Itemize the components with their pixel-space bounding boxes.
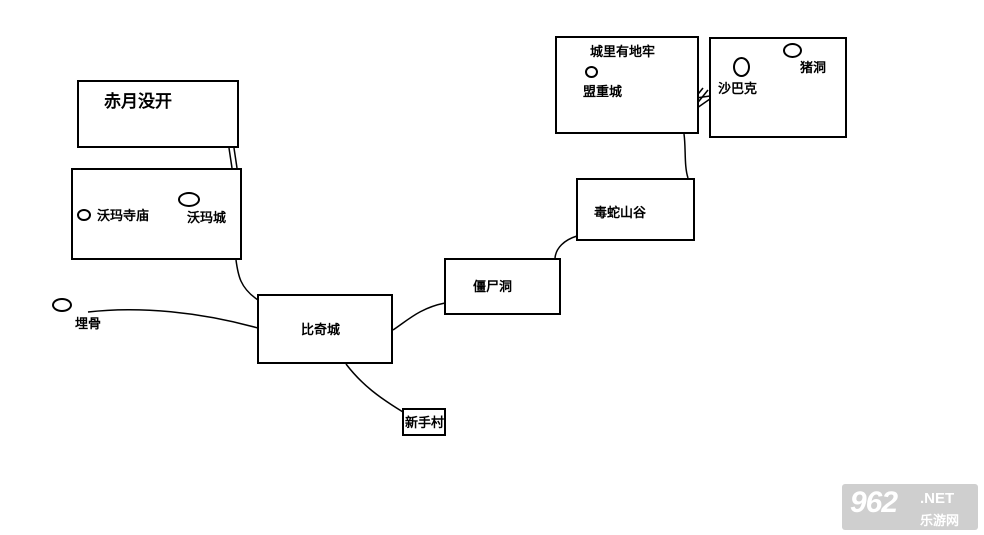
node-dushe-label: 毒蛇山谷 bbox=[594, 206, 647, 221]
node-shabake-label: 沙巴克 bbox=[718, 82, 758, 97]
watermark-logo: 962 .NET 乐游网 bbox=[842, 484, 978, 530]
node-chiyue-box bbox=[77, 80, 239, 148]
link-woma-biqi bbox=[235, 259, 259, 301]
link-dushe-mengzhong bbox=[683, 133, 689, 179]
node-mengzhong-label: 盟重城 bbox=[583, 85, 623, 100]
node-shabake-box bbox=[709, 37, 847, 138]
node-woma-box bbox=[71, 168, 242, 260]
node-dungeon-label: 城里有地牢 bbox=[590, 45, 656, 60]
link-jiangshi-dushe bbox=[554, 235, 578, 259]
link-maigu-biqi bbox=[87, 308, 259, 329]
shabake-marker bbox=[733, 57, 750, 77]
node-mengzhong-box bbox=[555, 36, 699, 134]
maigu-marker bbox=[52, 298, 72, 312]
node-woma-city-label: 沃玛城 bbox=[187, 211, 227, 226]
node-jiangshi-box bbox=[444, 258, 561, 315]
watermark-number: 962 bbox=[850, 486, 898, 519]
node-dushe-box bbox=[576, 178, 695, 241]
mengzhong-marker bbox=[585, 66, 598, 78]
node-chiyue-label: 赤月没开 bbox=[104, 92, 172, 112]
watermark-suffix: .NET bbox=[920, 490, 955, 507]
node-zhudong-label: 猪洞 bbox=[800, 61, 827, 76]
node-biqi-box bbox=[257, 294, 393, 364]
woma-temple-marker bbox=[77, 209, 91, 221]
node-woma-temple-label: 沃玛寺庙 bbox=[97, 209, 150, 224]
node-maigu-label: 埋骨 bbox=[75, 317, 102, 332]
node-xinshou-box bbox=[402, 408, 446, 436]
link-chiyue-woma-a bbox=[228, 147, 233, 169]
link-chiyue-woma-b bbox=[233, 147, 238, 169]
woma-city-marker bbox=[178, 192, 200, 207]
link-biqi-xinshou bbox=[345, 363, 404, 413]
node-xinshou-label: 新手村 bbox=[405, 416, 445, 431]
link-biqi-jiangshi bbox=[392, 302, 446, 331]
watermark-site: 乐游网 bbox=[920, 514, 960, 529]
node-biqi-label: 比奇城 bbox=[301, 323, 341, 338]
zhudong-marker bbox=[783, 43, 802, 58]
node-jiangshi-label: 僵尸洞 bbox=[473, 280, 513, 295]
